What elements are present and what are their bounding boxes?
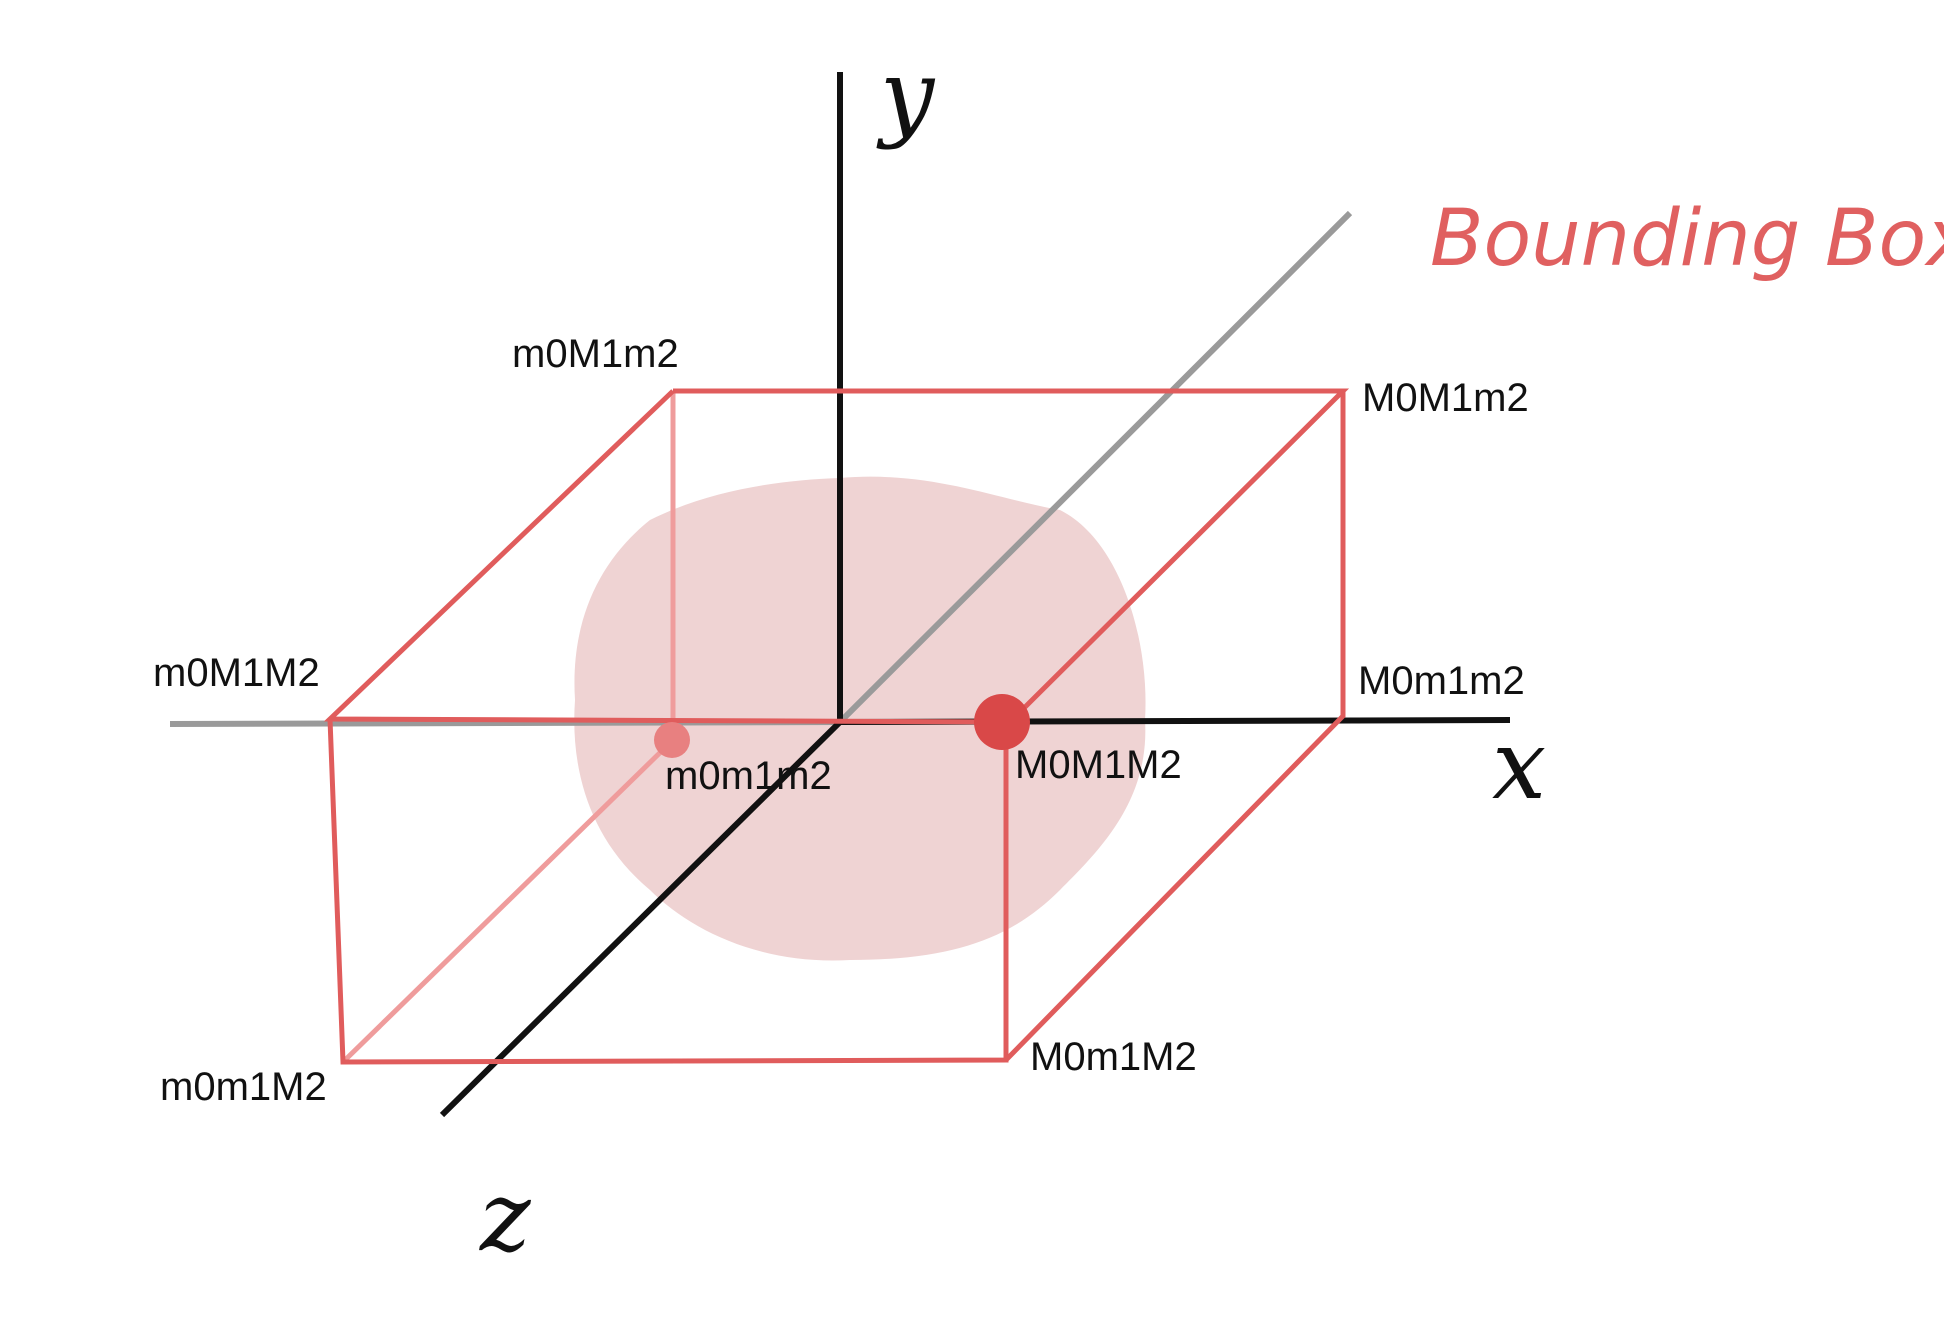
box-front-face (327, 718, 1009, 1065)
z-axis-line (439, 719, 843, 1118)
axis-label-z: z (479, 1161, 532, 1273)
box-right-edges (1004, 391, 1346, 1062)
axis-label-x: x (1492, 709, 1546, 821)
label-m0M1M2: m0M1M2 (153, 651, 320, 695)
box-hidden-edge-depth (341, 738, 675, 1064)
z-axis-negative-line (837, 210, 1353, 725)
label-M0m1M2: M0m1M2 (1030, 1035, 1197, 1079)
min-point (654, 722, 690, 758)
label-M0m1m2: M0m1m2 (1358, 659, 1525, 703)
label-M0M1m2: M0M1m2 (1362, 376, 1529, 420)
axis-label-y: y (876, 39, 936, 151)
diagram-title: Bounding Box (1430, 194, 1944, 284)
label-M0M1M2: M0M1M2 (1015, 743, 1182, 787)
label-m0m1M2: m0m1M2 (160, 1065, 327, 1109)
label-m0m1m2: m0m1m2 (665, 754, 832, 798)
max-point (974, 694, 1030, 750)
label-m0M1m2: m0M1m2 (512, 332, 679, 376)
